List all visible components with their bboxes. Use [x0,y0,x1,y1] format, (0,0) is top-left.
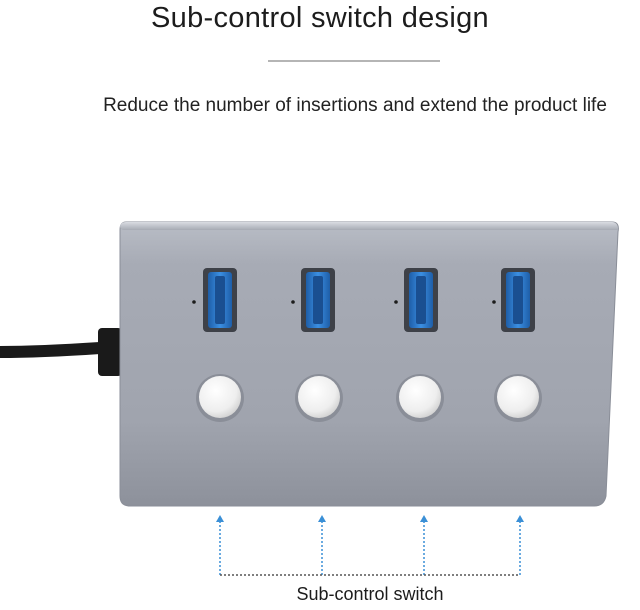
usb-cable [0,328,122,376]
arrow-up-icon [516,515,524,575]
switch-1 [196,374,244,422]
switch-button [497,376,539,418]
arrow-up-icon [216,515,224,575]
switch-button [298,376,340,418]
port-2 [291,268,335,332]
arrow-up-icon [318,515,326,575]
switch-caption: Sub-control switch [296,584,444,604]
led-indicator [492,300,496,304]
switch-button [199,376,241,418]
page-subtitle: Reduce the number of insertions and exte… [103,95,607,116]
port-3 [394,268,438,332]
port-1 [192,268,237,332]
switch-4 [494,374,542,422]
switch-button [399,376,441,418]
port-4 [492,268,535,332]
annotation-arrows [216,515,524,575]
title-divider [268,60,440,62]
arrow-up-icon [420,515,428,575]
switch-2 [295,374,343,422]
switch-3 [396,374,444,422]
led-indicator [291,300,295,304]
led-indicator [394,300,398,304]
page-title: Sub-control switch design [151,2,489,34]
led-indicator [192,300,196,304]
hub-body [119,221,619,507]
